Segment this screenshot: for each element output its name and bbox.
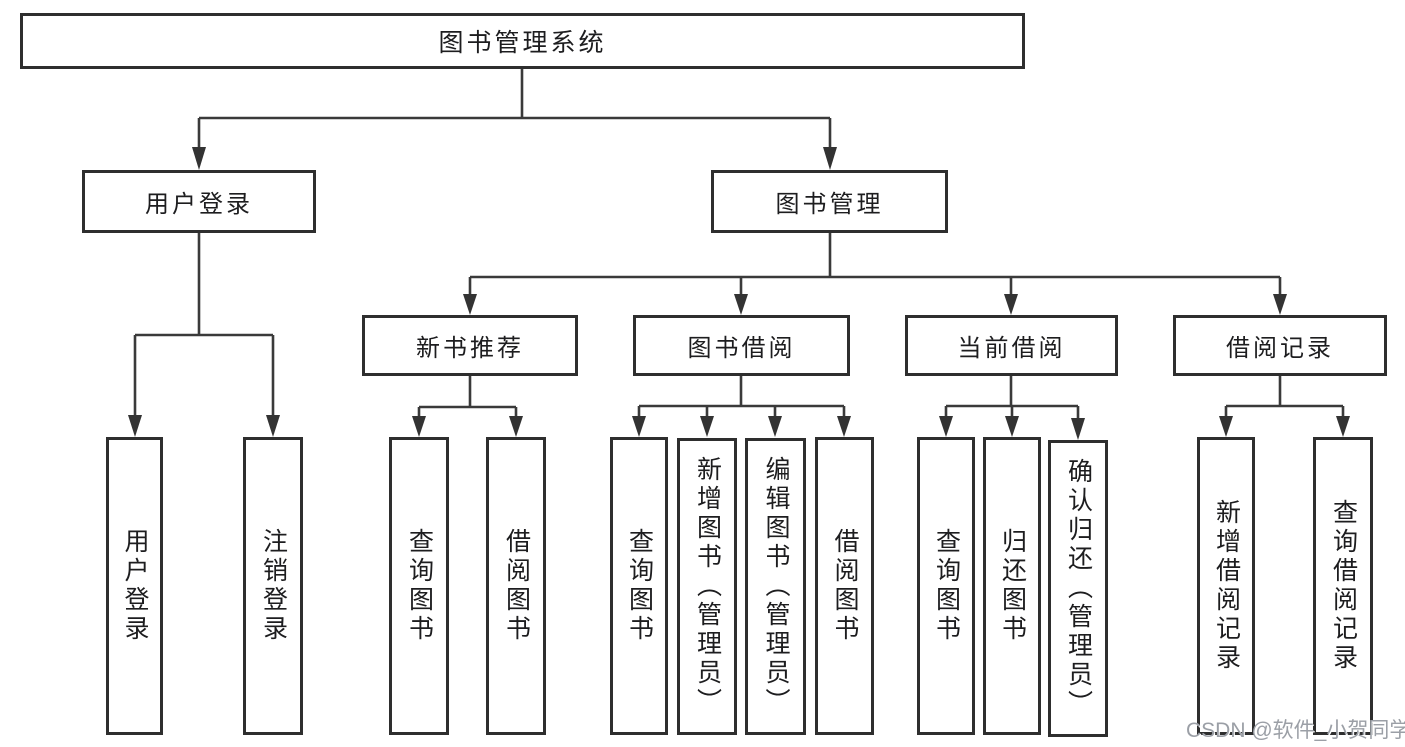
leaf-label: 新增借阅记录 — [1212, 499, 1241, 673]
leaf-label: 查询图书 — [405, 528, 434, 644]
node-user-login: 用户登录 — [82, 170, 316, 233]
leaf-label: 用户登录 — [121, 528, 149, 644]
leaf-return-books: 归还图书 — [983, 437, 1041, 735]
node-borrow-record: 借阅记录 — [1173, 315, 1387, 376]
leaf-label: 注销登录 — [259, 528, 288, 644]
node-label: 图书借阅 — [687, 335, 796, 362]
leaf-query-books-borrow: 查询图书 — [610, 437, 668, 735]
leaf-add-books-admin: 新增图书（管理员） — [677, 438, 737, 735]
leaf-label: 借阅图书 — [502, 528, 531, 644]
leaf-query-books-current: 查询图书 — [917, 437, 975, 735]
leaf-label: 查询图书 — [932, 528, 961, 644]
node-new-book-recommend: 新书推荐 — [362, 315, 578, 376]
csdn-watermark: CSDN @软件_小贺同学 — [1186, 719, 1405, 742]
leaf-confirm-return-admin: 确认归还（管理员） — [1048, 440, 1108, 737]
node-book-management: 图书管理 — [711, 170, 948, 233]
node-label: 当前借阅 — [957, 335, 1066, 362]
leaf-label: 借阅图书 — [831, 528, 859, 644]
leaf-label: 编辑图书（管理员） — [762, 456, 790, 717]
arrowhead-icons — [128, 147, 1350, 440]
node-book-borrow: 图书借阅 — [633, 315, 850, 376]
node-current-borrow: 当前借阅 — [905, 315, 1118, 376]
node-label: 图书管理 — [775, 191, 884, 218]
leaf-label: 查询借阅记录 — [1329, 499, 1358, 673]
leaf-query-borrow-record: 查询借阅记录 — [1313, 437, 1373, 735]
node-label: 新书推荐 — [416, 335, 524, 362]
leaf-add-borrow-record: 新增借阅记录 — [1197, 437, 1255, 735]
node-label: 用户登录 — [145, 191, 253, 218]
leaf-edit-books-admin: 编辑图书（管理员） — [745, 438, 806, 735]
node-library-management-system: 图书管理系统 — [20, 13, 1025, 69]
leaf-label: 归还图书 — [998, 528, 1027, 644]
leaf-label: 新增图书（管理员） — [693, 456, 722, 717]
leaf-logout: 注销登录 — [243, 437, 303, 735]
node-label: 图书管理系统 — [438, 29, 607, 57]
node-label: 借阅记录 — [1226, 335, 1334, 362]
leaf-query-books-recommend: 查询图书 — [389, 437, 449, 735]
leaf-label: 查询图书 — [625, 528, 654, 644]
leaf-borrow-books: 借阅图书 — [815, 437, 874, 735]
leaf-label: 确认归还（管理员） — [1064, 458, 1093, 719]
leaf-user-login: 用户登录 — [106, 437, 163, 735]
leaf-borrow-books-recommend: 借阅图书 — [486, 437, 546, 735]
